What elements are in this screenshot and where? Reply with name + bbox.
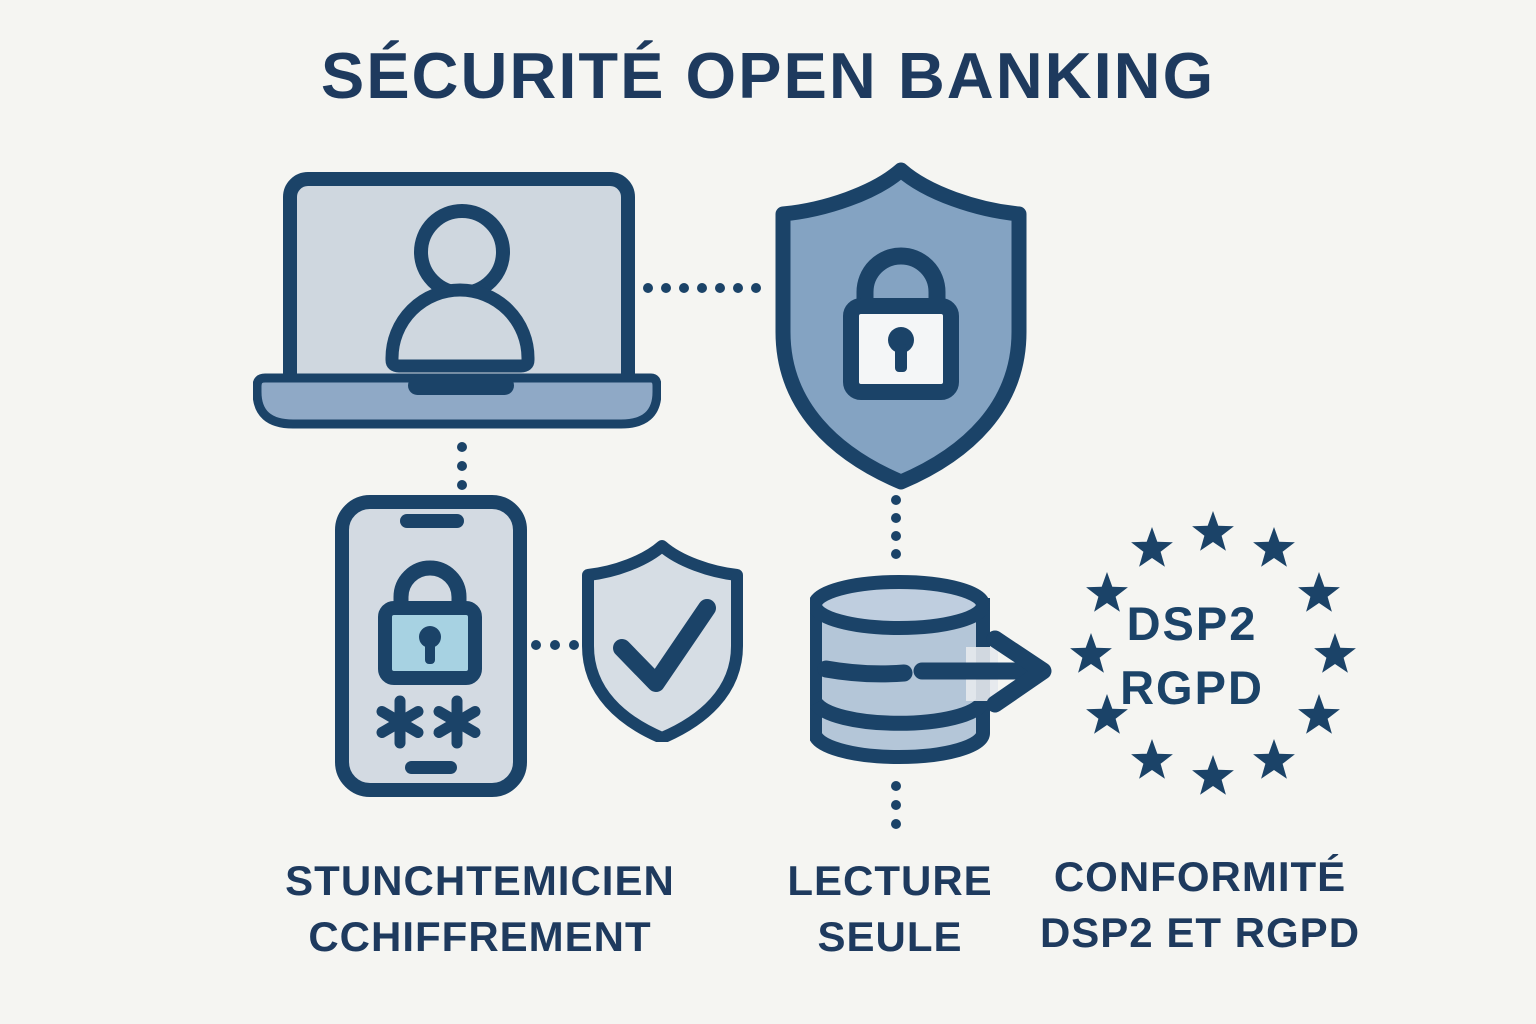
shield-lock-icon (775, 162, 1027, 490)
page-title: SÉCURITÉ OPEN BANKING (320, 39, 1216, 112)
padlock-icon (378, 560, 482, 685)
smartphone-lock-icon (335, 495, 527, 797)
caption-read-only: LECTURE SEULE (760, 853, 1020, 965)
connector-phone-shield (531, 640, 579, 650)
phone-speaker (400, 514, 464, 528)
caption-line: LECTURE (787, 857, 993, 904)
laptop-base (253, 373, 661, 429)
database-top (810, 575, 990, 635)
phone-home-bar (405, 761, 457, 774)
caption-line: DSP2 ET RGPD (1039, 909, 1361, 956)
database-arrow-icon (810, 575, 1052, 764)
user-icon (385, 204, 535, 373)
connector-laptop-shield (643, 283, 761, 293)
badge-text: DSP2 RGPD (1072, 592, 1312, 720)
caption-line: CONFORMITÉ (1053, 853, 1347, 900)
caption-line: CCHIFFREMENT (308, 913, 652, 960)
checkmark-icon (613, 599, 716, 692)
padlock-icon (843, 247, 959, 400)
badge-line-dsp2: DSP2 (1126, 597, 1258, 650)
caption-line: STUNCHTEMICIEN (285, 857, 675, 904)
password-asterisks (376, 695, 481, 749)
connector-database-caption (891, 781, 901, 829)
database-band (810, 698, 989, 731)
caption-compliance: CONFORMITÉ DSP2 ET RGPD (1000, 849, 1400, 961)
badge-line-rgpd: RGPD (1120, 661, 1264, 714)
laptop-user-icon (253, 172, 661, 429)
shield-outline (582, 540, 743, 742)
connector-shield-database (891, 495, 901, 559)
caption-authentication: STUNCHTEMICIEN CCHIFFREMENT (240, 853, 720, 965)
connector-laptop-phone (457, 442, 467, 490)
caption-line: SEULE (817, 913, 963, 960)
arrow-icon (817, 630, 1052, 713)
shield-check-icon (582, 540, 743, 742)
laptop-notch (408, 376, 514, 395)
